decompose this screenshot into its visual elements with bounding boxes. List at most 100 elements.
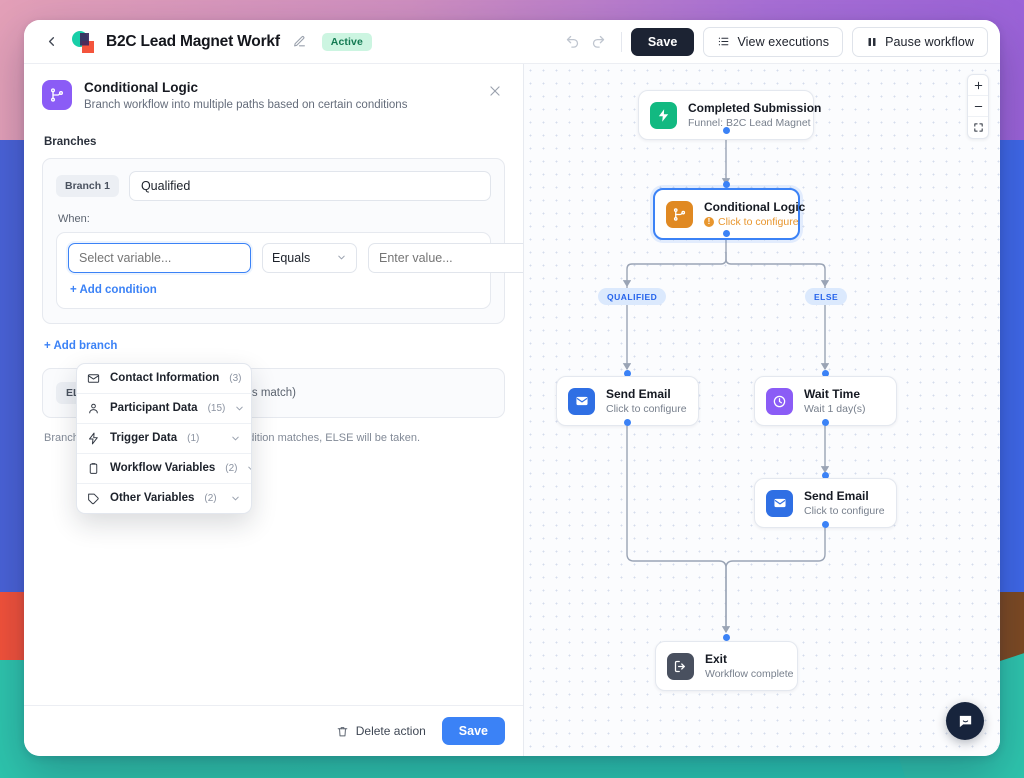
page-title: B2C Lead Magnet Workf bbox=[106, 32, 280, 50]
node-title: Completed Submission bbox=[688, 101, 822, 115]
person-icon bbox=[87, 402, 101, 415]
delete-action-label: Delete action bbox=[355, 724, 426, 738]
panel-subtitle: Branch workflow into multiple paths base… bbox=[84, 99, 408, 111]
chevron-down-icon[interactable] bbox=[234, 403, 245, 414]
operator-value: Equals bbox=[272, 250, 311, 265]
dropdown-item-other-variables[interactable]: Other Variables (2) bbox=[77, 484, 251, 513]
node-port bbox=[723, 181, 730, 188]
branches-label: Branches bbox=[44, 135, 97, 148]
view-executions-button[interactable]: View executions bbox=[703, 26, 844, 57]
envelope-icon bbox=[766, 489, 793, 517]
save-button[interactable]: Save bbox=[630, 27, 695, 56]
operator-select[interactable]: Equals bbox=[262, 242, 357, 273]
pause-icon bbox=[866, 36, 878, 48]
brand-logo-icon bbox=[72, 30, 94, 53]
lightning-icon bbox=[650, 101, 677, 129]
dropdown-item-label: Participant Data bbox=[110, 402, 198, 415]
node-port bbox=[723, 127, 730, 134]
clipboard-icon bbox=[87, 462, 101, 475]
add-condition-button[interactable]: + Add condition bbox=[70, 283, 157, 296]
add-branch-button[interactable]: + Add branch bbox=[44, 339, 118, 352]
node-port bbox=[723, 230, 730, 237]
node-port bbox=[822, 370, 829, 377]
dropdown-item-label: Other Variables bbox=[110, 492, 195, 505]
config-panel: Conditional Logic Branch workflow into m… bbox=[24, 64, 524, 756]
workflow-node-send-email-else[interactable]: Send Email Click to configure bbox=[754, 478, 897, 528]
node-port bbox=[624, 370, 631, 377]
trash-icon bbox=[336, 725, 349, 738]
workflow-node-wait-time[interactable]: Wait Time Wait 1 day(s) bbox=[754, 376, 897, 426]
edge-label-else: ELSE bbox=[805, 288, 848, 305]
chevron-down-icon[interactable] bbox=[246, 463, 251, 474]
pencil-icon[interactable] bbox=[290, 32, 310, 52]
edge-label-qualified: QUALIFIED bbox=[598, 288, 667, 305]
node-title: Send Email bbox=[804, 489, 869, 503]
node-port bbox=[822, 521, 829, 528]
fit-view-button[interactable] bbox=[968, 117, 988, 138]
undo-arrow-icon[interactable] bbox=[560, 29, 586, 55]
chevron-down-icon[interactable] bbox=[230, 433, 241, 444]
pause-workflow-button[interactable]: Pause workflow bbox=[852, 26, 988, 57]
exit-icon bbox=[667, 652, 694, 680]
dropdown-item-count: (1) bbox=[187, 432, 200, 444]
back-button[interactable] bbox=[38, 29, 64, 55]
panel-title: Conditional Logic bbox=[84, 80, 198, 95]
branch-name-input[interactable] bbox=[128, 170, 491, 201]
list-icon bbox=[717, 35, 730, 48]
zoom-in-button[interactable] bbox=[968, 75, 988, 96]
workflow-canvas[interactable]: Completed Submission Funnel: B2C Lead Ma… bbox=[524, 64, 1000, 756]
branch-icon bbox=[666, 200, 693, 228]
node-title: Send Email bbox=[606, 387, 671, 401]
dropdown-item-contact-information[interactable]: Contact Information (3) bbox=[77, 364, 251, 394]
close-icon[interactable] bbox=[485, 81, 505, 101]
delete-action-button[interactable]: Delete action bbox=[336, 724, 426, 738]
dropdown-item-label: Contact Information bbox=[110, 372, 220, 385]
panel-body: Branches Branch 1 When: Equals bbox=[24, 114, 523, 705]
dropdown-item-count: (2) bbox=[225, 462, 238, 474]
chevron-down-icon[interactable] bbox=[250, 373, 251, 384]
redo-arrow-icon[interactable] bbox=[586, 29, 612, 55]
workflow-node-exit[interactable]: Exit Workflow complete bbox=[655, 641, 798, 691]
chevron-down-icon[interactable] bbox=[230, 493, 241, 504]
node-subtitle: Wait 1 day(s) bbox=[804, 403, 866, 415]
dropdown-item-participant-data[interactable]: Participant Data (15) bbox=[77, 394, 251, 424]
tag-icon bbox=[87, 492, 101, 505]
panel-save-button[interactable]: Save bbox=[441, 717, 505, 745]
node-port bbox=[822, 419, 829, 426]
workflow-edges bbox=[622, 130, 830, 634]
dropdown-item-label: Workflow Variables bbox=[110, 462, 216, 475]
when-label: When: bbox=[58, 212, 90, 225]
dropdown-item-workflow-variables[interactable]: Workflow Variables (2) bbox=[77, 454, 251, 484]
zoom-out-button[interactable] bbox=[968, 96, 988, 117]
node-port bbox=[723, 634, 730, 641]
node-subtitle: Click to configure bbox=[804, 505, 885, 517]
node-port bbox=[822, 472, 829, 479]
dropdown-item-trigger-data[interactable]: Trigger Data (1) bbox=[77, 424, 251, 454]
panel-footer: Delete action Save bbox=[24, 705, 523, 756]
chat-bubble-icon[interactable] bbox=[946, 702, 984, 740]
app-window: B2C Lead Magnet Workf Active Save View e… bbox=[24, 20, 1000, 756]
condition-box: Equals + Add condition bbox=[56, 231, 523, 309]
condition-value-input[interactable] bbox=[368, 242, 523, 273]
workflow-node-send-email-qualified[interactable]: Send Email Click to configure bbox=[556, 376, 699, 426]
variable-select-input[interactable] bbox=[68, 242, 251, 273]
zoom-controls[interactable] bbox=[967, 74, 989, 139]
node-port bbox=[624, 419, 631, 426]
view-executions-label: View executions bbox=[737, 34, 830, 49]
clock-icon bbox=[766, 387, 793, 415]
node-title: Wait Time bbox=[804, 387, 861, 401]
pause-workflow-label: Pause workflow bbox=[885, 34, 974, 49]
variable-dropdown[interactable]: Contact Information (3) Participant Data… bbox=[76, 362, 252, 514]
body-split: Conditional Logic Branch workflow into m… bbox=[24, 64, 1000, 756]
toolbar-divider bbox=[620, 31, 622, 52]
dropdown-item-count: (3) bbox=[229, 372, 242, 384]
status-badge: Active bbox=[321, 32, 372, 51]
node-title: Conditional Logic bbox=[704, 200, 806, 214]
branch-card: Branch 1 When: Equals bbox=[42, 157, 523, 324]
branch-header-row: Branch 1 bbox=[56, 170, 491, 201]
branch-tag: Branch 1 bbox=[56, 174, 119, 197]
workflow-node-trigger[interactable]: Completed Submission Funnel: B2C Lead Ma… bbox=[638, 90, 821, 140]
node-subtitle: Click to configure bbox=[606, 403, 687, 415]
node-subtitle: Click to configure bbox=[718, 216, 799, 228]
node-subtitle: Funnel: B2C Lead Magnet bbox=[688, 117, 811, 129]
